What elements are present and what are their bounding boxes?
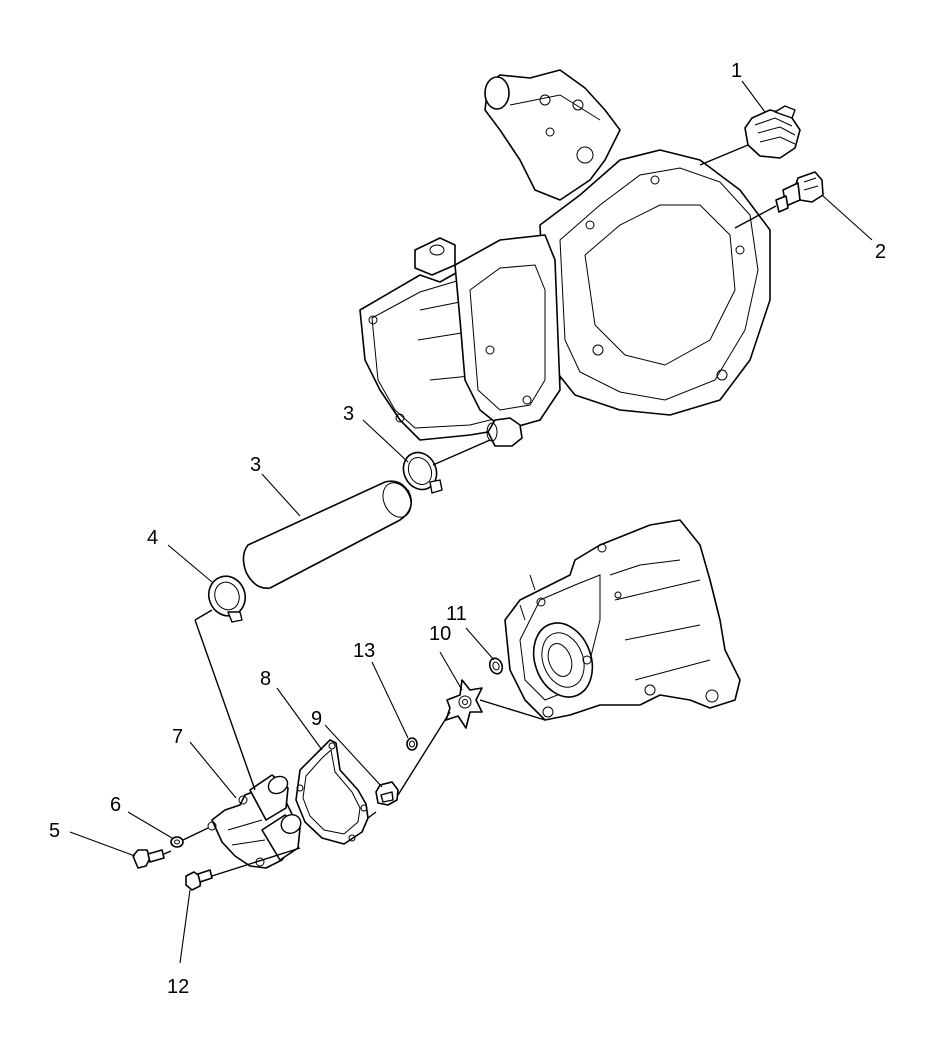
callout-labels: 1 2 3 3 4 5 6 7 8 9 10 11 12 13 (49, 60, 886, 998)
callout-1: 1 (731, 60, 742, 82)
part-13-oring (406, 737, 418, 751)
part-11-seal (488, 657, 504, 675)
crankcase-half (504, 519, 741, 721)
callout-5: 5 (49, 820, 60, 842)
assembly-lines (163, 144, 777, 877)
part-9-seal (375, 781, 399, 806)
part-7-pump-cover (207, 774, 302, 869)
part-1-cap (744, 105, 801, 159)
leader-lines (69, 80, 873, 964)
callout-9: 9 (311, 708, 322, 730)
callout-7: 7 (172, 726, 183, 748)
part-10-impeller (445, 679, 483, 729)
callout-6: 6 (110, 794, 121, 816)
part-6-washer (170, 836, 184, 848)
callout-3-lower: 4 (147, 527, 158, 549)
callout-11: 11 (446, 603, 467, 625)
callout-4: 3 (250, 454, 261, 476)
part-12-bolt (185, 869, 213, 891)
part-5-bolt (132, 849, 165, 869)
part-2-sensor (775, 171, 824, 213)
callout-2: 2 (875, 241, 886, 263)
callout-3-upper: 3 (343, 403, 354, 425)
part-8-gasket (295, 739, 369, 845)
callout-12: 12 (167, 976, 189, 998)
cylinder-head-assembly (359, 69, 771, 447)
part-4-hose (242, 480, 413, 589)
part-3-clamp-upper (402, 451, 443, 494)
callout-10: 10 (429, 623, 451, 645)
callout-13: 13 (353, 640, 375, 662)
part-3-clamp-lower (207, 575, 247, 623)
callout-8: 8 (260, 668, 271, 690)
